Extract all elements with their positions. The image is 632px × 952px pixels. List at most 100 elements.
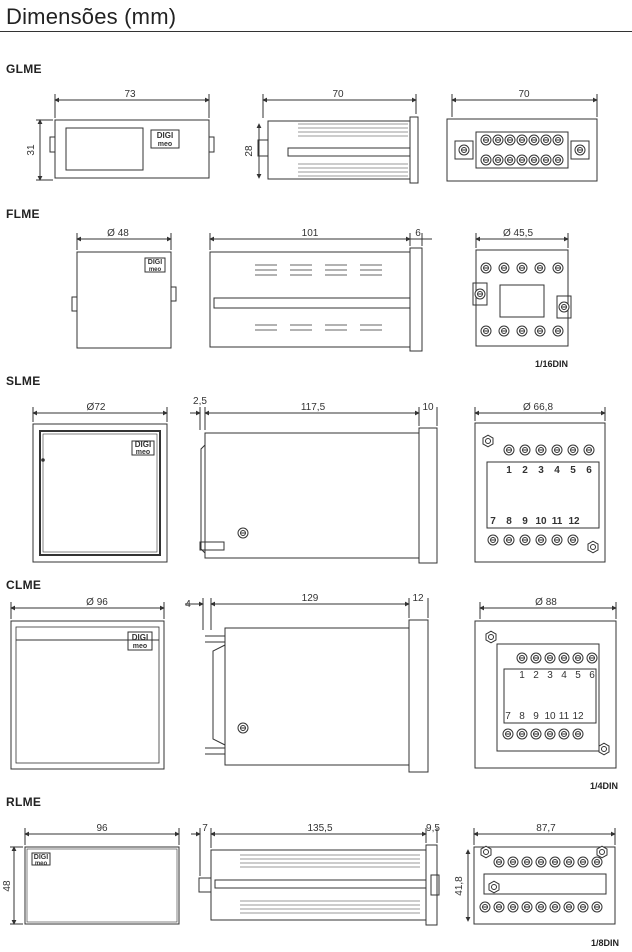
slme-terminal-8: 8 — [506, 516, 512, 527]
flme-front-dims: Ø 48 — [76, 228, 172, 250]
clme-terminal-5: 5 — [575, 670, 581, 681]
clme-rear-diameter-label: Ø 88 — [535, 597, 557, 608]
rlme-side-dims: 7 135,5 9,5 — [191, 823, 440, 876]
slme-rear-dims: Ø 66,8 — [474, 402, 606, 421]
flme-front-view — [71, 251, 177, 349]
slme-side-dims: 2,5 117,5 10 — [190, 396, 438, 430]
slme-terminal-4: 4 — [554, 465, 560, 476]
clme-terminal-10: 10 — [544, 711, 556, 722]
glme-logo-line1: DIGI — [157, 131, 173, 140]
clme-terminal-12: 12 — [572, 711, 584, 722]
glme-front-dims: 73 31 — [26, 89, 210, 181]
rlme-side-view — [198, 844, 440, 926]
slme-front-dims: Ø72 — [32, 402, 168, 422]
rlme-height-label: 48 — [2, 880, 13, 892]
clme-terminal-8: 8 — [519, 711, 525, 722]
clme-terminal-11: 11 — [559, 711, 570, 722]
slme-terminal-5: 5 — [570, 465, 576, 476]
clme-bezel-label: 12 — [412, 593, 424, 604]
flme-logo-line2: meo — [149, 267, 162, 273]
flme-rear-diameter-label: Ø 45,5 — [503, 228, 533, 239]
slme-bezel-label: 10 — [422, 402, 434, 413]
clme-side-view — [205, 619, 429, 773]
din-label-rlme: 1/8DIN — [591, 938, 620, 948]
flme-logo-line1: DIGI — [148, 259, 162, 266]
flme-rear-dims: Ø 45,5 — [475, 228, 569, 248]
glme-rear-dims: 70 — [451, 89, 598, 117]
flme-bezel-label: 6 — [415, 228, 421, 239]
clme-terminal-3: 3 — [547, 670, 553, 681]
slme-diameter-label: Ø72 — [87, 402, 106, 413]
flme-side-view — [209, 247, 423, 352]
clme-terminal-4: 4 — [561, 670, 567, 681]
slme-terminal-10: 10 — [535, 516, 547, 527]
rlme-logo-line2: meo — [35, 861, 48, 867]
slme-terminal-labels: 1 2 3 4 5 6 7 8 9 10 11 12 — [490, 465, 592, 527]
clme-terminal-1: 1 — [519, 670, 525, 681]
din-label-clme: 1/4DIN — [590, 781, 619, 791]
slme-terminal-7: 7 — [490, 516, 496, 527]
glme-logo-line2: meo — [158, 141, 172, 148]
glme-side-dims: 70 28 — [244, 89, 417, 179]
flme-side-dims: 101 6 — [209, 228, 432, 250]
title-divider — [0, 31, 632, 32]
rlme-rear-view — [473, 845, 616, 925]
slme-terminal-6: 6 — [586, 465, 592, 476]
slme-rear-diameter-label: Ø 66,8 — [523, 402, 553, 413]
slme-terminal-2: 2 — [522, 465, 528, 476]
rlme-depth-label: 135,5 — [307, 823, 332, 834]
section-label-slme: SLME — [6, 374, 41, 388]
clme-rear-dims: Ø 88 — [479, 597, 617, 619]
section-label-clme: CLME — [6, 578, 42, 592]
glme-front-view — [49, 119, 215, 179]
section-label-rlme: RLME — [6, 795, 42, 809]
slme-front-view — [32, 423, 168, 563]
clme-pin-label: 4 — [185, 599, 191, 610]
slme-terminal-3: 3 — [538, 465, 544, 476]
rlme-front-dims: 96 48 — [2, 823, 180, 925]
clme-terminal-2: 2 — [533, 670, 539, 681]
slme-logo-line1: DIGI — [135, 440, 151, 449]
flme-depth-label: 101 — [302, 228, 319, 239]
clme-side-dims: 4 129 12 — [185, 593, 429, 630]
clme-rear-view — [474, 620, 617, 769]
glme-depth-label: 70 — [332, 89, 344, 100]
slme-rear-view — [474, 422, 606, 563]
flme-rear-view — [472, 249, 572, 347]
glme-side-height-label: 28 — [244, 145, 255, 157]
clme-terminal-labels: 1 2 3 4 5 6 7 8 9 10 11 12 — [505, 670, 595, 722]
rlme-width-label: 96 — [96, 823, 108, 834]
clme-depth-label: 129 — [302, 593, 319, 604]
clme-logo-line2: meo — [133, 643, 147, 650]
rlme-rear-dims: 87,7 41,8 — [454, 823, 616, 922]
slme-logo-line2: meo — [136, 449, 150, 456]
rlme-rear-height-label: 41,8 — [454, 876, 465, 896]
slme-terminal-9: 9 — [522, 516, 528, 527]
glme-side-view — [257, 116, 419, 184]
slme-terminal-11: 11 — [552, 516, 563, 527]
clme-terminal-6: 6 — [589, 670, 595, 681]
clme-terminal-9: 9 — [533, 711, 539, 722]
clme-terminal-7: 7 — [505, 711, 511, 722]
rlme-rear-width-label: 87,7 — [536, 823, 556, 834]
page-title: Dimensões (mm) — [6, 4, 177, 29]
slme-depth-label: 117,5 — [301, 402, 326, 413]
section-label-flme: FLME — [6, 207, 40, 221]
rlme-front-view — [24, 846, 180, 925]
clme-diameter-label: Ø 96 — [86, 597, 108, 608]
section-label-glme: GLME — [6, 62, 42, 76]
slme-terminal-12: 12 — [568, 516, 580, 527]
clme-front-view — [10, 620, 165, 770]
glme-rear-view — [446, 118, 598, 182]
brand-logos: DIGI meo DIGI meo DIGI meo DIGI meo DIGI… — [34, 131, 173, 867]
rlme-bezel-label: 9,5 — [426, 823, 440, 834]
glme-height-label: 31 — [26, 144, 37, 156]
rlme-logo-line1: DIGI — [34, 854, 48, 861]
glme-width-label: 73 — [124, 89, 136, 100]
slme-terminal-1: 1 — [506, 465, 512, 476]
slme-side-view — [199, 427, 438, 564]
clme-front-dims: Ø 96 — [10, 597, 165, 619]
din-label-flme: 1/16DIN — [535, 359, 569, 369]
glme-rear-width-label: 70 — [518, 89, 530, 100]
